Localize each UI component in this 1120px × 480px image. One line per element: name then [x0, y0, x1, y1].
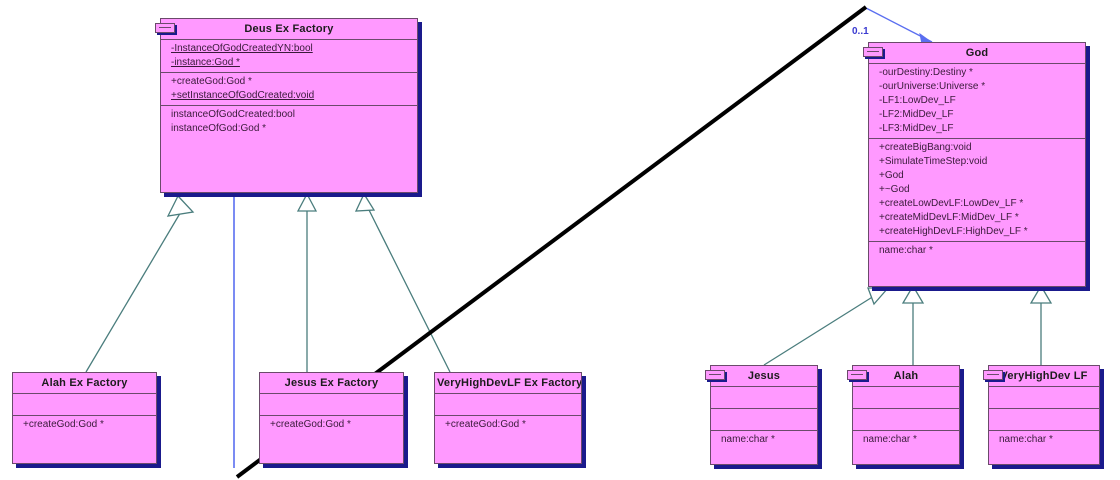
class-section	[989, 387, 1099, 409]
class-name-veryhighdev-lf: VeryHighDev LF	[989, 366, 1099, 387]
class-member: +createBigBang:void	[879, 142, 972, 153]
class-member: +createGod:God *	[171, 76, 252, 87]
generalization-veryhighdevlf-to-god	[1029, 284, 1053, 365]
class-member: instanceOfGod:God *	[171, 123, 267, 134]
class-section: +createGod:God *	[260, 416, 403, 434]
class-handle-icon	[863, 47, 883, 57]
class-name-alah: Alah	[853, 366, 959, 387]
generalization-alah-to-god	[901, 284, 925, 365]
class-member: +SimulateTimeStep:void	[879, 156, 988, 167]
uml-class-alah-ex-factory[interactable]: Alah Ex Factory +createGod:God *	[12, 372, 157, 464]
class-member: -instance:God *	[171, 57, 240, 68]
class-section: name:char *	[711, 431, 817, 449]
class-section	[13, 394, 156, 416]
uml-class-jesus[interactable]: Jesus name:char *	[705, 365, 818, 465]
class-section: instanceOfGodCreated:bool instanceOfGod:G…	[161, 106, 417, 138]
uml-class-jesus-ex-factory[interactable]: Jesus Ex Factory +createGod:God *	[259, 372, 404, 464]
class-section	[435, 394, 581, 416]
class-section: +createGod:God * +setInstanceOfGodCreated…	[161, 73, 417, 106]
class-member: -LF3:MidDev_LF	[879, 123, 954, 134]
class-section: name:char *	[989, 431, 1099, 449]
class-member: name:char *	[721, 434, 775, 445]
class-name-god: God	[869, 43, 1085, 64]
class-member: +~God	[879, 184, 910, 195]
class-section: +createGod:God *	[13, 416, 156, 434]
class-name-alah-ex-factory: Alah Ex Factory	[13, 373, 156, 394]
uml-class-veryhighdev-lf[interactable]: VeryHighDev LF name:char *	[983, 365, 1100, 465]
class-handle-icon	[705, 370, 725, 380]
class-member: -ourDestiny:Destiny *	[879, 67, 973, 78]
generalization-jesusexfactory-to-deusexfactory	[296, 192, 318, 372]
class-name-deus-ex-factory: Deus Ex Factory	[161, 19, 417, 40]
uml-class-veryhighdevlf-ex-factory[interactable]: VeryHighDevLF Ex Factory +createGod:God *	[434, 372, 582, 464]
generalization-jesus-to-god	[763, 287, 890, 366]
class-member: name:char *	[863, 434, 917, 445]
class-section: +createGod:God *	[435, 416, 581, 434]
generalization-veryhighdevlfexfactory-to-deusexfactory	[354, 192, 451, 373]
uml-class-alah[interactable]: Alah name:char *	[847, 365, 960, 465]
class-member: -LF1:LowDev_LF	[879, 95, 956, 106]
class-section: name:char *	[869, 242, 1085, 260]
class-section	[853, 409, 959, 431]
class-member: -ourUniverse:Universe *	[879, 81, 986, 92]
class-section: +createBigBang:void +SimulateTimeStep:voi…	[869, 139, 1085, 242]
class-section	[853, 387, 959, 409]
class-member: +God	[879, 170, 904, 181]
class-member: +createGod:God *	[445, 419, 526, 430]
class-handle-icon	[847, 370, 867, 380]
class-member: -InstanceOfGodCreatedYN:bool	[171, 43, 313, 54]
class-section	[711, 409, 817, 431]
class-name-jesus: Jesus	[711, 366, 817, 387]
class-member: +createMidDevLF:MidDev_LF *	[879, 212, 1019, 223]
class-name-jesus-ex-factory: Jesus Ex Factory	[260, 373, 403, 394]
class-section	[260, 394, 403, 416]
class-member: instanceOfGodCreated:bool	[171, 109, 295, 120]
class-member: name:char *	[879, 245, 933, 256]
class-member: name:char *	[999, 434, 1053, 445]
class-handle-icon	[983, 370, 1003, 380]
class-member: +createGod:God *	[270, 419, 351, 430]
class-handle-icon	[155, 23, 175, 33]
class-name-veryhighdevlf-ex-factory: VeryHighDevLF Ex Factory	[435, 373, 581, 394]
class-section: -ourDestiny:Destiny * -ourUniverse:Univer…	[869, 64, 1085, 139]
label-multiplicity-0-1: 0..1	[852, 26, 869, 37]
class-member: +createLowDevLF:LowDev_LF *	[879, 198, 1024, 209]
uml-class-deus-ex-factory[interactable]: Deus Ex Factory-InstanceOfGodCreatedYN:b…	[155, 18, 418, 193]
uml-class-god[interactable]: God -ourDestiny:Destiny * -ourUniverse:Uni…	[863, 42, 1086, 287]
class-section	[711, 387, 817, 409]
class-member: +createHighDevLF:HighDev_LF *	[879, 226, 1028, 237]
class-section: -InstanceOfGodCreatedYN:bool -instance:Go…	[161, 40, 417, 73]
class-member: +createGod:God *	[23, 419, 104, 430]
class-section: name:char *	[853, 431, 959, 449]
class-member: +setInstanceOfGodCreated:void	[171, 90, 315, 101]
generalization-alahexfactory-to-deusexfactory	[85, 194, 195, 373]
class-member: -LF2:MidDev_LF	[879, 109, 954, 120]
class-section	[989, 409, 1099, 431]
